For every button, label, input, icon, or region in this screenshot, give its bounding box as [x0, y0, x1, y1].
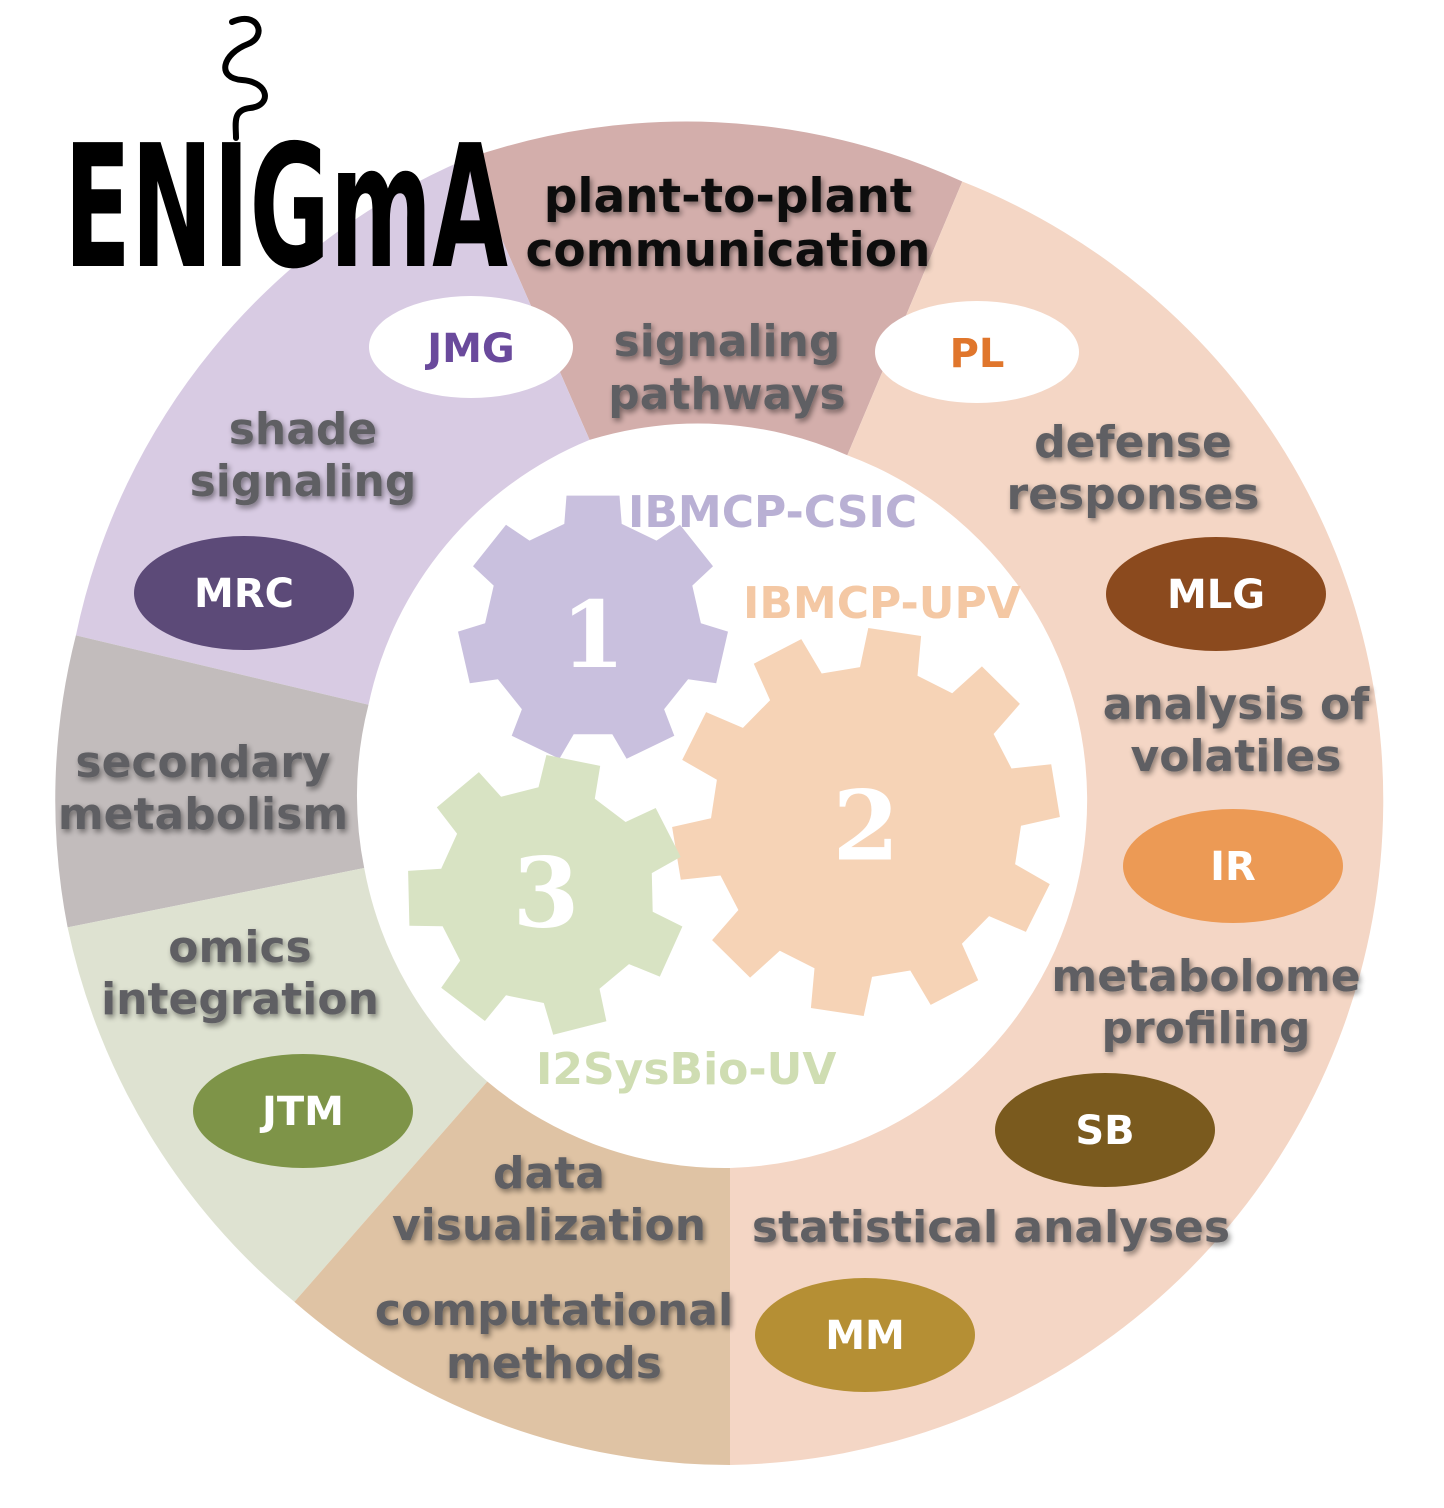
institution-i2sysbio-uv: I2SysBio-UV [536, 1044, 836, 1095]
oval-pl-label: PL [950, 331, 1005, 377]
gear-2 [672, 628, 1060, 1016]
sector-data-visualization [294, 1081, 730, 1465]
logo-text: ENIGmA [64, 109, 508, 307]
oval-sb: SB [995, 1073, 1215, 1187]
oval-pl-shape [875, 301, 1079, 403]
defense-responses-line-2: responses [1007, 469, 1260, 520]
oval-mrc-shape [134, 536, 354, 650]
signaling-pathways-line-1: signaling [614, 316, 841, 367]
gear-3-number: 3 [513, 837, 580, 950]
data-visualization-line-2: visualization [392, 1200, 706, 1251]
signaling-pathways-line-2: pathways [608, 369, 845, 420]
gear-1 [458, 495, 728, 759]
oval-mm: MM [755, 1278, 975, 1392]
data-visualization-line-1: data [493, 1148, 605, 1199]
metabolome-profiling-line-2: profiling [1101, 1003, 1310, 1054]
oval-mlg-label: MLG [1167, 572, 1265, 618]
oval-mm-label: MM [825, 1313, 905, 1359]
statistical-analyses-label: statistical analyses [752, 1202, 1230, 1253]
oval-ir-label: IR [1210, 844, 1256, 890]
gear-2-number: 2 [833, 770, 900, 883]
institution-ibmcp-upv: IBMCP-UPV [743, 578, 1021, 629]
omics-integration-line-1: omics [168, 922, 311, 973]
oval-ir: IR [1123, 809, 1343, 923]
oval-mrc-label: MRC [194, 571, 294, 617]
oval-sb-label: SB [1075, 1108, 1134, 1154]
oval-jtm-shape [193, 1054, 413, 1168]
oval-jmg-label: JMG [424, 326, 515, 372]
top-title-line-2: communication [525, 223, 930, 278]
secondary-metabolism-line-1: secondary [75, 737, 330, 788]
oval-mlg: MLG [1106, 537, 1326, 651]
analysis-of-volatiles-line-2: volatiles [1131, 731, 1342, 782]
oval-mrc: MRC [134, 536, 354, 650]
oval-jmg: JMG [369, 296, 573, 398]
analysis-of-volatiles-line-1: analysis of [1103, 679, 1370, 730]
top-title-line-1: plant-to-plant [544, 169, 913, 224]
gears: 1 2 3 [408, 495, 1060, 1035]
computational-methods-line-1: computational [375, 1285, 733, 1336]
sector-top-communication [466, 121, 963, 456]
oval-jtm-label: JTM [259, 1089, 344, 1135]
computational-methods-line-2: methods [446, 1338, 662, 1389]
defense-responses-line-1: defense [1034, 417, 1232, 468]
oval-pl: PL [875, 301, 1079, 403]
gear-1-number: 1 [561, 581, 625, 689]
secondary-metabolism-line-2: metabolism [58, 789, 348, 840]
oval-sb-shape [995, 1073, 1215, 1187]
institution-ibmcp-csic: IBMCP-CSIC [628, 487, 917, 538]
enigma-logo: ENIGmA [64, 16, 508, 307]
shade-signaling-line-1: shade [229, 404, 378, 455]
oval-mlg-shape [1106, 537, 1326, 651]
oval-jtm: JTM [193, 1054, 413, 1168]
oval-jmg-shape [369, 296, 573, 398]
gear-3 [408, 755, 683, 1035]
squiggle-icon [222, 16, 268, 141]
oval-ir-shape [1123, 809, 1343, 923]
shade-signaling-line-2: signaling [190, 456, 417, 507]
oval-mm-shape [755, 1278, 975, 1392]
metabolome-profiling-line-1: metabolome [1051, 951, 1360, 1002]
sector-secondary-metabolism [55, 635, 369, 928]
omics-integration-line-2: integration [101, 974, 379, 1025]
sector-defense-responses [730, 181, 1384, 1465]
